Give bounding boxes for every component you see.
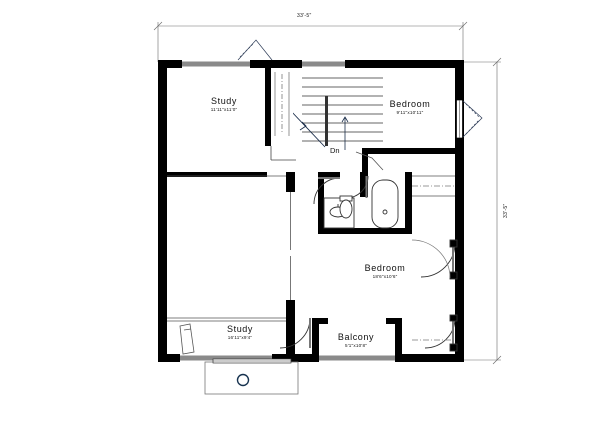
dimension-lines	[153, 21, 502, 365]
doors	[279, 175, 458, 352]
room-dimensions: 9'11"x10'11"	[396, 110, 424, 115]
room-study-upper: Study 11'11"x11'0"	[174, 96, 274, 112]
room-dimensions: 11'11"x11'0"	[210, 107, 238, 112]
windows	[180, 61, 463, 361]
bathtub-icon	[371, 179, 399, 229]
desk-furniture	[179, 323, 195, 355]
stair-direction-arrow	[341, 116, 349, 150]
closet	[271, 68, 293, 140]
stair-direction-label: Dn	[330, 146, 340, 155]
room-bedroom-upper: Bedroom 9'11"x10'11"	[360, 99, 460, 115]
room-label: Study	[226, 324, 253, 334]
room-study-lower: Study 16'11"x9'4"	[190, 324, 290, 340]
room-dimensions: 5'1"x10'8"	[344, 343, 368, 348]
room-label: Balcony	[337, 332, 375, 342]
window-swing-icon	[237, 39, 273, 61]
porch-column-icon	[236, 373, 250, 387]
entry-porch	[204, 358, 299, 395]
toilet-icon	[339, 195, 353, 219]
exterior-walls	[158, 60, 464, 362]
overall-depth-dimension: 33'-5"	[503, 203, 509, 218]
detail-lines	[411, 185, 455, 341]
room-dimensions: 18'6"x10'6"	[372, 274, 398, 279]
thin-partition-lines	[167, 175, 455, 322]
room-label: Study	[210, 96, 237, 106]
room-balcony: Balcony 5'1"x10'8"	[306, 332, 406, 348]
overall-width-dimension: 33'-5"	[297, 13, 312, 19]
bathroom-fixtures	[323, 179, 399, 229]
room-bedroom-lower: Bedroom 18'6"x10'6"	[335, 263, 435, 279]
room-label: Bedroom	[364, 263, 406, 273]
room-label: Bedroom	[389, 99, 431, 109]
window-swing-right-icon	[462, 100, 483, 138]
room-dimensions: 16'11"x9'4"	[227, 335, 253, 340]
